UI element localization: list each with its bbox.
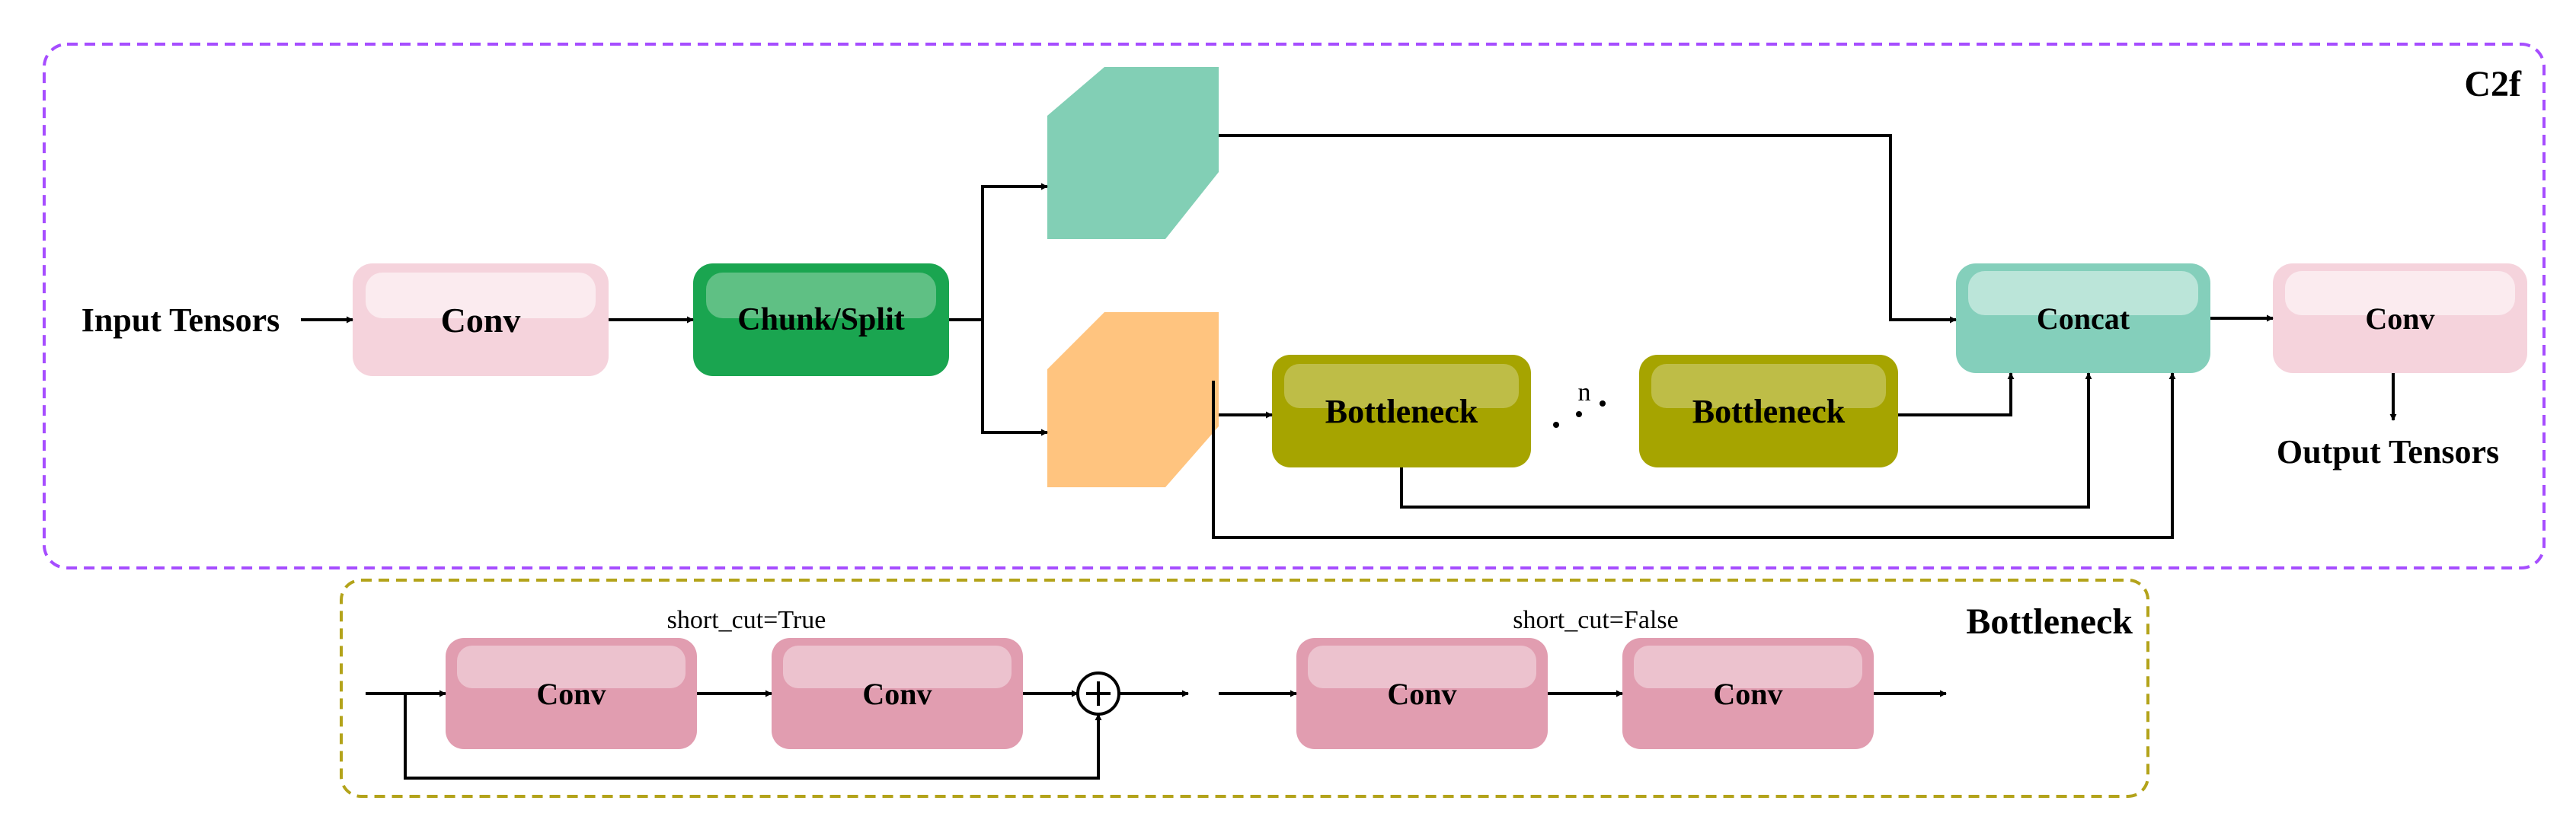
arrow-chunk-to-teal: [949, 183, 1048, 321]
arrow-teal-to-concat: [1219, 134, 1957, 324]
arrow-bottleneck-1-skip-to-concat: [1400, 372, 2092, 509]
arrow-bottleneck-n-to-concat: [1898, 372, 2015, 416]
split-branch-teal: [1047, 67, 1219, 239]
chunk-split-block: [693, 263, 949, 376]
input-tensors-label: Input Tensors: [81, 301, 280, 339]
bottleneck-true-conv-1: [446, 638, 697, 749]
arrow-chunk-to-orange: [981, 320, 1048, 436]
bottleneck-module-frame: [340, 579, 2149, 798]
bottleneck-true-conv-2: [772, 638, 1023, 749]
bottleneck-block-1: [1272, 355, 1531, 467]
conv-input-label: Conv: [440, 300, 521, 340]
bottleneck-true-conv-1-label: Conv: [536, 676, 606, 711]
bottleneck-n-label: Bottleneck: [1692, 392, 1846, 430]
add-operator-icon: [1076, 671, 1120, 716]
ellipsis-dots: [1553, 400, 1606, 428]
conv-output-label: Conv: [2365, 301, 2435, 336]
bottleneck-1-label: Bottleneck: [1325, 392, 1478, 430]
bottleneck-false-conv-2-label: Conv: [1713, 676, 1783, 711]
c2f-title: C2f: [2464, 63, 2521, 104]
concat-label: Concat: [2036, 301, 2130, 336]
shortcut-false-label: short_cut=False: [1513, 606, 1679, 634]
bottleneck-true-conv-2-label: Conv: [862, 676, 932, 711]
arrow-orange-skip-to-concat: [1212, 372, 2176, 539]
bottleneck-false-conv-1-label: Conv: [1387, 676, 1457, 711]
conv-input-block: [353, 263, 609, 376]
conv-output-block: [2273, 263, 2527, 373]
bottleneck-false-conv-2: [1622, 638, 1874, 749]
concat-block: [1956, 263, 2210, 373]
bottleneck-title: Bottleneck: [1966, 601, 2133, 642]
split-branch-orange: [1047, 312, 1219, 487]
bottleneck-block-n: [1639, 355, 1898, 467]
shortcut-true-label: short_cut=True: [666, 606, 826, 634]
bottleneck-false-conv-1: [1296, 638, 1548, 749]
repeat-n-label: n: [1577, 378, 1591, 407]
chunk-split-label: Chunk/Split: [737, 302, 905, 337]
output-tensors-label: Output Tensors: [2276, 432, 2500, 471]
arrow-true-shortcut: [404, 694, 1102, 780]
c2f-module-frame: [43, 43, 2546, 569]
